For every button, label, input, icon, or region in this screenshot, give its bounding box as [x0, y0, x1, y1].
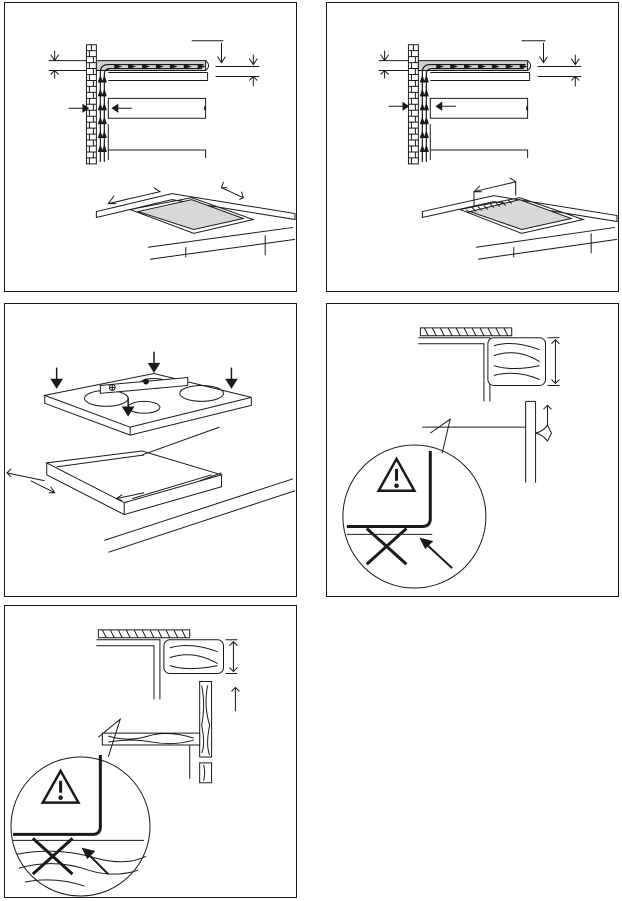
worktop-section: [420, 328, 511, 336]
worktop-cutout: [96, 182, 295, 259]
wooden-front: [488, 338, 546, 386]
airflow-arrows: [98, 65, 203, 162]
hob-body: [108, 69, 207, 160]
worktop-slots: [422, 178, 617, 259]
diagram-cabinet-clearance: [327, 304, 618, 596]
shelf: [102, 733, 199, 745]
panel-hob-placement-seal: [4, 303, 297, 597]
hob-body: [430, 73, 529, 160]
cabinet-door: [526, 401, 536, 482]
knob: [536, 425, 552, 441]
panel-ventilation-wall-cutout: [4, 2, 297, 292]
diagram-shelf-clearance: [5, 606, 296, 897]
panel-ventilation-wall-slots: [326, 2, 619, 292]
wooden-rail: [200, 681, 212, 782]
airflow-arrows: [420, 65, 525, 162]
panel-drawer-shelf-clearance: [4, 605, 297, 898]
brick-wall: [408, 45, 418, 164]
diagram-ventilation-cutout: [5, 3, 296, 291]
diagram-hob-placement: [5, 304, 296, 596]
brick-wall: [86, 45, 96, 164]
panel-cabinet-door-clearance: [326, 303, 619, 597]
cutout-frame: [47, 427, 295, 552]
diagram-ventilation-slots: [327, 3, 618, 291]
worktop-section: [98, 630, 189, 638]
detail-magnifier: [11, 719, 150, 896]
wooden-front: [164, 640, 224, 674]
detail-magnifier: [343, 419, 486, 588]
